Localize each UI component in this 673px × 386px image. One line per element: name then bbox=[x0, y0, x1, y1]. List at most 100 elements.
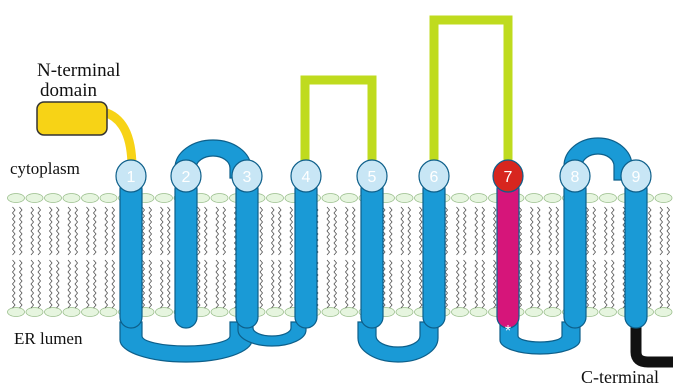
helix-2: 2 bbox=[171, 160, 201, 328]
lipid-tail bbox=[279, 207, 282, 308]
helix-7: 7* bbox=[493, 160, 523, 340]
lipid-tail bbox=[531, 207, 534, 308]
lipid-tail bbox=[149, 207, 152, 308]
lipid-tail bbox=[260, 207, 263, 308]
helix-1: 1 bbox=[116, 160, 146, 328]
lipid-tail bbox=[660, 207, 663, 308]
lipid-tail bbox=[112, 207, 115, 308]
helix-6: 6 bbox=[419, 160, 449, 328]
lipid-head-upper bbox=[452, 194, 469, 203]
loop-4-5-green bbox=[305, 80, 372, 165]
lipid-tail bbox=[464, 207, 467, 308]
loop-6-7-green bbox=[434, 20, 508, 165]
lipid-head-upper bbox=[267, 194, 284, 203]
lipid-tail bbox=[168, 207, 171, 308]
lipid-tail bbox=[494, 207, 497, 308]
lipid-tail bbox=[408, 207, 411, 308]
lipid-tail bbox=[57, 207, 60, 308]
lipid-head-lower bbox=[544, 308, 561, 317]
lipid-head-upper bbox=[26, 194, 43, 203]
lipid-tail bbox=[556, 207, 559, 308]
n-terminal-domain-box bbox=[37, 102, 107, 135]
lipid-tail bbox=[457, 207, 460, 308]
lipid-head-upper bbox=[470, 194, 487, 203]
lipid-tail bbox=[87, 207, 90, 308]
helix-7-asterisk: * bbox=[505, 323, 511, 340]
lipid-tail bbox=[161, 207, 164, 308]
lipid-tail bbox=[13, 207, 16, 308]
lipid-tail bbox=[538, 207, 541, 308]
n-terminal-label: N-terminal bbox=[37, 60, 120, 81]
lipid-tail bbox=[482, 207, 485, 308]
lipid-head-lower bbox=[341, 308, 358, 317]
helix-4: 4 bbox=[291, 160, 321, 328]
lipid-head-upper bbox=[655, 194, 672, 203]
helix-4-body bbox=[295, 178, 317, 328]
lipid-tail bbox=[420, 207, 423, 308]
helix-2-number: 2 bbox=[182, 169, 191, 186]
lipid-head-upper bbox=[82, 194, 99, 203]
cytoplasm-label: cytoplasm bbox=[10, 159, 80, 178]
lipid-head-lower bbox=[8, 308, 25, 317]
c-terminal-tail bbox=[636, 325, 673, 362]
lipid-head-lower bbox=[45, 308, 62, 317]
lipid-head-lower bbox=[82, 308, 99, 317]
green-loops bbox=[305, 20, 508, 165]
lipid-head-lower bbox=[63, 308, 80, 317]
lipid-tail bbox=[68, 207, 71, 308]
lipid-tail bbox=[327, 207, 330, 308]
er-lumen-label: ER lumen bbox=[14, 329, 83, 348]
helix-7-body bbox=[497, 178, 519, 328]
lipid-tail bbox=[346, 207, 349, 308]
domain-label: domain bbox=[40, 80, 97, 101]
lipid-head-upper bbox=[45, 194, 62, 203]
lipid-tail bbox=[390, 207, 393, 308]
lipid-tail bbox=[353, 207, 356, 308]
lipid-head-upper bbox=[600, 194, 617, 203]
helix-6-number: 6 bbox=[430, 169, 439, 186]
lipid-tail bbox=[20, 207, 23, 308]
lipid-tail bbox=[334, 207, 337, 308]
lipid-tail bbox=[223, 207, 226, 308]
lipid-head-lower bbox=[470, 308, 487, 317]
lipid-tail bbox=[105, 207, 108, 308]
helix-8-body bbox=[564, 178, 586, 328]
lipid-head-lower bbox=[26, 308, 43, 317]
lipid-tail bbox=[205, 207, 208, 308]
helix-9-number: 9 bbox=[632, 169, 641, 186]
lipid-head-lower bbox=[267, 308, 284, 317]
lipid-tail bbox=[605, 207, 608, 308]
lipid-head-upper bbox=[211, 194, 228, 203]
lipid-tail bbox=[94, 207, 97, 308]
lipid-head-upper bbox=[544, 194, 561, 203]
helix-6-body bbox=[423, 178, 445, 328]
lipid-tail bbox=[549, 207, 552, 308]
helix-7-number: 7 bbox=[504, 169, 513, 186]
lipid-head-lower bbox=[600, 308, 617, 317]
lipid-head-lower bbox=[526, 308, 543, 317]
lipid-head-upper bbox=[156, 194, 173, 203]
lipid-tail bbox=[272, 207, 275, 308]
helix-4-number: 4 bbox=[302, 169, 311, 186]
lipid-head-lower bbox=[655, 308, 672, 317]
lipid-head-lower bbox=[322, 308, 339, 317]
helix-1-body bbox=[120, 178, 142, 328]
helix-5-body bbox=[361, 178, 383, 328]
lipid-tail bbox=[50, 207, 53, 308]
lipid-head-upper bbox=[8, 194, 25, 203]
c-terminal-label: C-terminal bbox=[581, 367, 659, 386]
lipid-head-lower bbox=[211, 308, 228, 317]
helix-5-number: 5 bbox=[368, 169, 377, 186]
lipid-tail bbox=[667, 207, 670, 308]
lipid-tail bbox=[198, 207, 201, 308]
lipid-tail bbox=[31, 207, 34, 308]
helix-8: 8 bbox=[560, 160, 590, 328]
lipid-tail bbox=[593, 207, 596, 308]
lipid-tail bbox=[216, 207, 219, 308]
n-terminal-linker bbox=[104, 112, 132, 168]
lipid-tail bbox=[475, 207, 478, 308]
lipid-tail bbox=[401, 207, 404, 308]
